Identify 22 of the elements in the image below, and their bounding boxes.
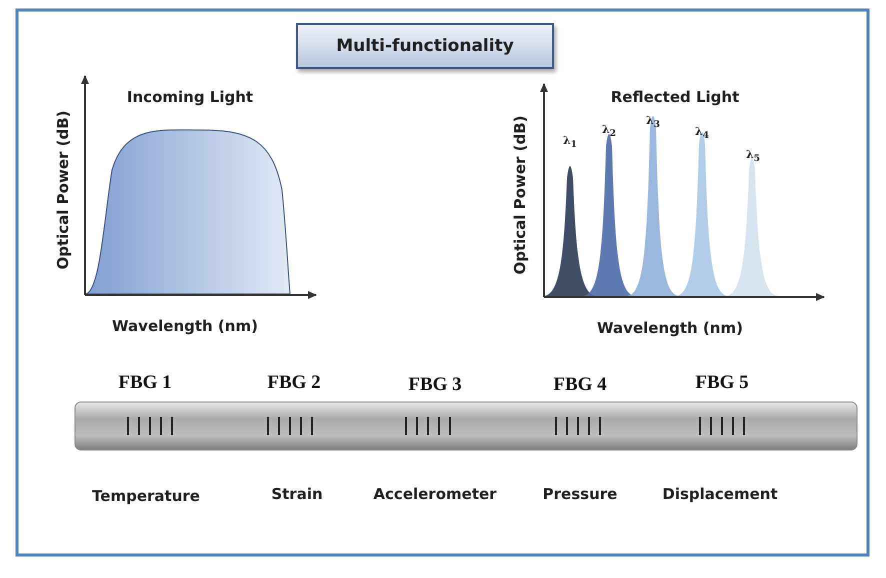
peak-label: λ$_{3}$ [646,114,660,130]
sensor-label: Pressure [542,485,618,503]
peak-label: λ$_{2}$ [602,122,616,140]
sensor-label: Strain [271,485,323,503]
title-banner: Multi-functionality [296,23,554,69]
axis-label: Optical Power (dB) [511,116,529,274]
peak-label: λ$_{1}$ [562,134,578,150]
sensor-label: Accelerometer [373,485,497,503]
grating-label: FBG 2 [267,372,321,394]
grating-label: FBG 1 [118,372,172,394]
chart-title: Reflected Light [610,88,740,106]
grating-label: FBG 4 [553,374,607,396]
sensor-label: Temperature [92,487,200,505]
grating-label: FBG 5 [695,372,749,394]
axis-label: Wavelength (nm) [112,317,258,335]
chart-title: Incoming Light [126,88,254,106]
sensor-label: Displacement [662,485,778,503]
axis-label: Wavelength (nm) [597,319,743,337]
peak-label: λ$_{4}$ [694,124,710,142]
peak-label: λ$_{5}$ [746,148,760,164]
grating-label: FBG 3 [408,374,462,396]
axis-label: Optical Power (dB) [54,110,72,270]
